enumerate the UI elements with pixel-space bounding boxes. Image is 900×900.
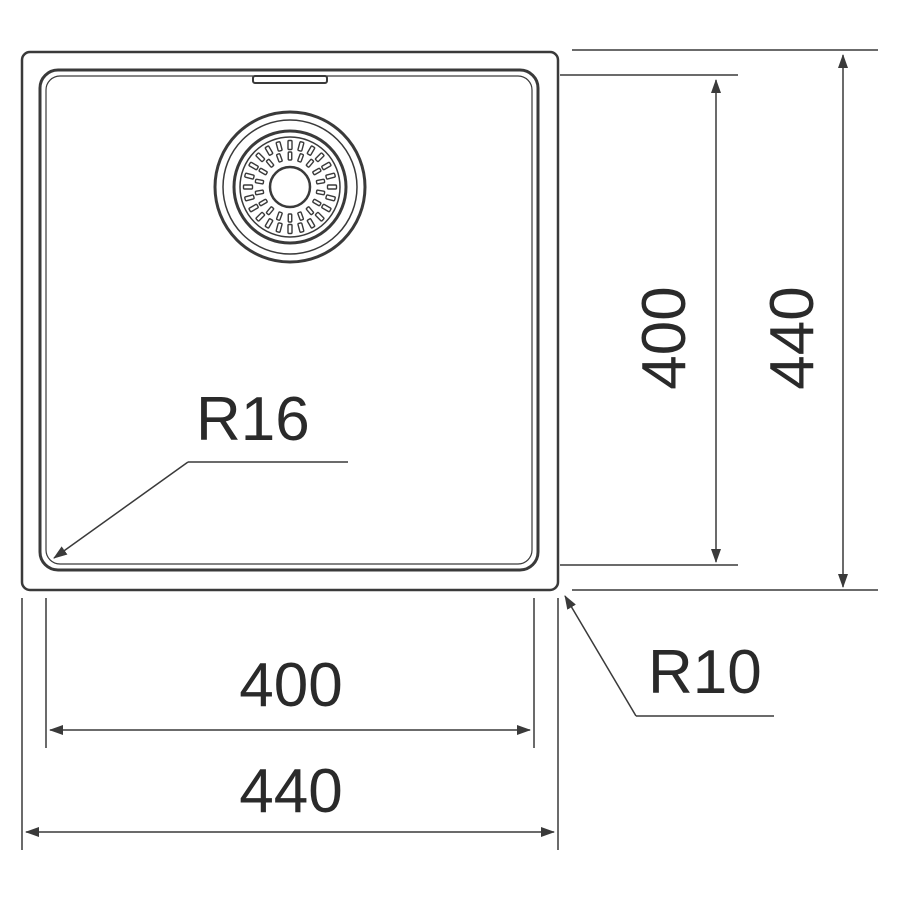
drain-hole-0-0 [287,139,293,151]
drain-hole-0-6 [326,184,338,190]
label-outer-width: 440 [239,757,342,826]
drain-hole-0-2 [306,145,316,156]
drain-hole-0-8 [321,203,332,213]
drain-hole-1-8 [297,211,305,221]
label-outer-height: 440 [758,286,827,389]
drain-hole-0-9 [314,211,325,222]
drain-hole-0-3 [314,152,325,163]
drain-hole-0-23 [275,141,283,152]
drain-hole-1-7 [305,206,315,216]
drain-hole-0-1 [297,141,305,152]
drain-hole-1-10 [275,211,283,221]
drain-hole-0-18 [242,184,254,190]
drain-hole-1-5 [315,189,326,196]
drain-hole-1-2 [305,158,315,168]
drain-hole-1-6 [312,198,322,207]
drain-hole-0-11 [297,222,305,233]
drain-hole-0-4 [321,161,332,171]
sink-outer-rim [20,50,560,592]
leader-r16-arrow [53,461,189,559]
overflow-slot [252,75,328,84]
drain-hole-1-4 [315,178,326,185]
drain-icon [213,110,367,264]
drain-hole-1-0 [287,151,293,161]
drain-hole-0-7 [325,194,336,202]
drain-hole-1-13 [254,189,265,196]
label-inner-width: 400 [239,651,342,720]
drain-hole-1-12 [258,198,268,207]
drain-hole-0-17 [244,194,255,202]
drain-hole-1-11 [265,206,275,216]
drain-hole-0-21 [255,152,266,163]
drain-hole-1-3 [312,167,322,176]
drain-hole-0-19 [244,172,255,180]
drain-hole-1-9 [287,213,293,223]
drain-hole-0-22 [264,145,274,156]
drain-hole-1-16 [265,158,275,168]
drain-hole-0-20 [248,161,259,171]
drain-hole-1-14 [254,178,265,185]
drain-hole-0-13 [275,222,283,233]
drain-hole-1-17 [275,153,283,163]
label-inner-height: 400 [630,286,699,389]
drain-hole-0-16 [248,203,259,213]
drain-hole-1-15 [258,167,268,176]
label-outer-corner-radius: R10 [648,638,762,707]
drain-hole-0-12 [287,223,293,235]
drain-hole-1-1 [297,153,305,163]
leader-r10-arrow [564,595,637,717]
label-inner-corner-radius: R16 [196,385,310,454]
drain-hole-0-10 [306,218,316,229]
drain-strainer-holes [242,139,338,235]
drain-hole-0-5 [325,172,336,180]
drain-hole-0-14 [264,218,274,229]
sink-inner-bowl [38,68,540,572]
drain-hole-0-15 [255,211,266,222]
